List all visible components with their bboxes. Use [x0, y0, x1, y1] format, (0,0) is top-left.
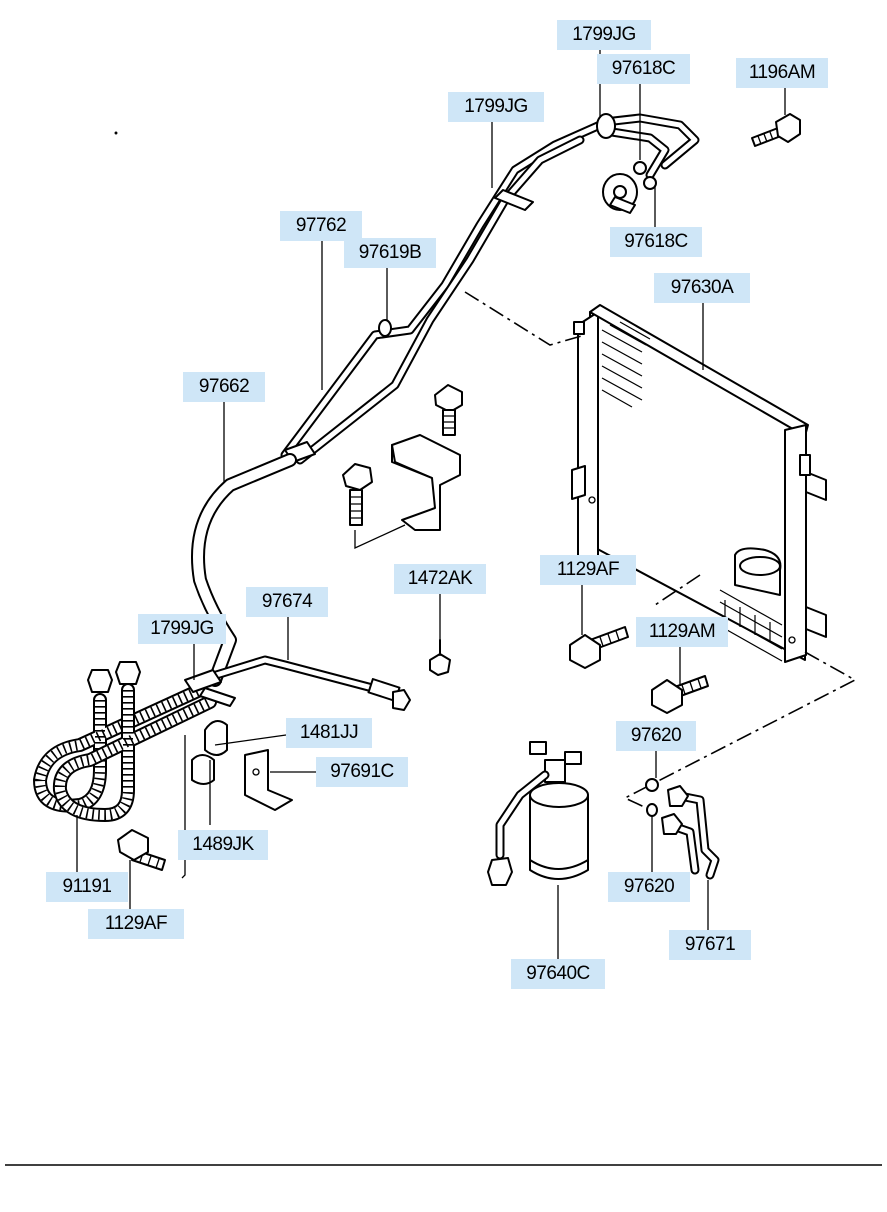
label-1472ak: 1472AK — [394, 564, 486, 594]
bolt-upper — [434, 384, 463, 436]
bracket-97691c — [244, 749, 293, 811]
label-97662: 97662 — [183, 372, 265, 402]
receiver-drier-97640c — [487, 741, 589, 886]
fitting-disc — [602, 173, 638, 214]
tube-97674 — [195, 655, 411, 711]
bolt-1129af-left — [117, 829, 166, 871]
label-1196am: 1196AM — [736, 58, 828, 88]
bolt-1129af-right — [569, 626, 629, 669]
label-97674: 97674 — [246, 587, 328, 617]
bolt-left-bracket — [342, 463, 406, 550]
clamp-1481jj — [181, 720, 228, 879]
hose-97662 — [191, 453, 297, 687]
label-1129af-right: 1129AF — [540, 555, 636, 585]
label-1489jk: 1489JK — [178, 830, 268, 860]
condenser-97630a — [571, 304, 827, 663]
bracket-upper — [391, 434, 461, 531]
label-97691c: 97691C — [316, 757, 408, 787]
tube-97762 — [280, 113, 700, 465]
label-1481jj: 1481JJ — [286, 718, 372, 748]
leader-lines — [76, 50, 786, 960]
label-97619b: 97619B — [344, 238, 436, 268]
label-97620-top: 97620 — [616, 721, 696, 751]
tube-97671 — [645, 778, 720, 880]
label-1799jg-mid: 1799JG — [448, 92, 544, 122]
label-97618c-top: 97618C — [597, 54, 690, 84]
label-97640c: 97640C — [511, 959, 605, 989]
label-97620-bottom: 97620 — [608, 872, 690, 902]
bolt-1129am — [651, 675, 709, 714]
label-97630a: 97630A — [654, 273, 750, 303]
leader-dash-lines — [464, 291, 857, 813]
label-97618c-bottom: 97618C — [610, 227, 702, 257]
label-97671: 97671 — [669, 930, 751, 960]
label-1799jg-left: 1799JG — [138, 614, 226, 644]
label-97762: 97762 — [280, 211, 362, 241]
label-91191: 91191 — [46, 872, 128, 902]
bolt-1196am — [751, 113, 801, 147]
label-1129af-left: 1129AF — [88, 909, 184, 939]
label-1129am: 1129AM — [636, 617, 728, 647]
label-1799jg-top: 1799JG — [557, 20, 651, 50]
hose-assembly-91191 — [33, 661, 236, 822]
